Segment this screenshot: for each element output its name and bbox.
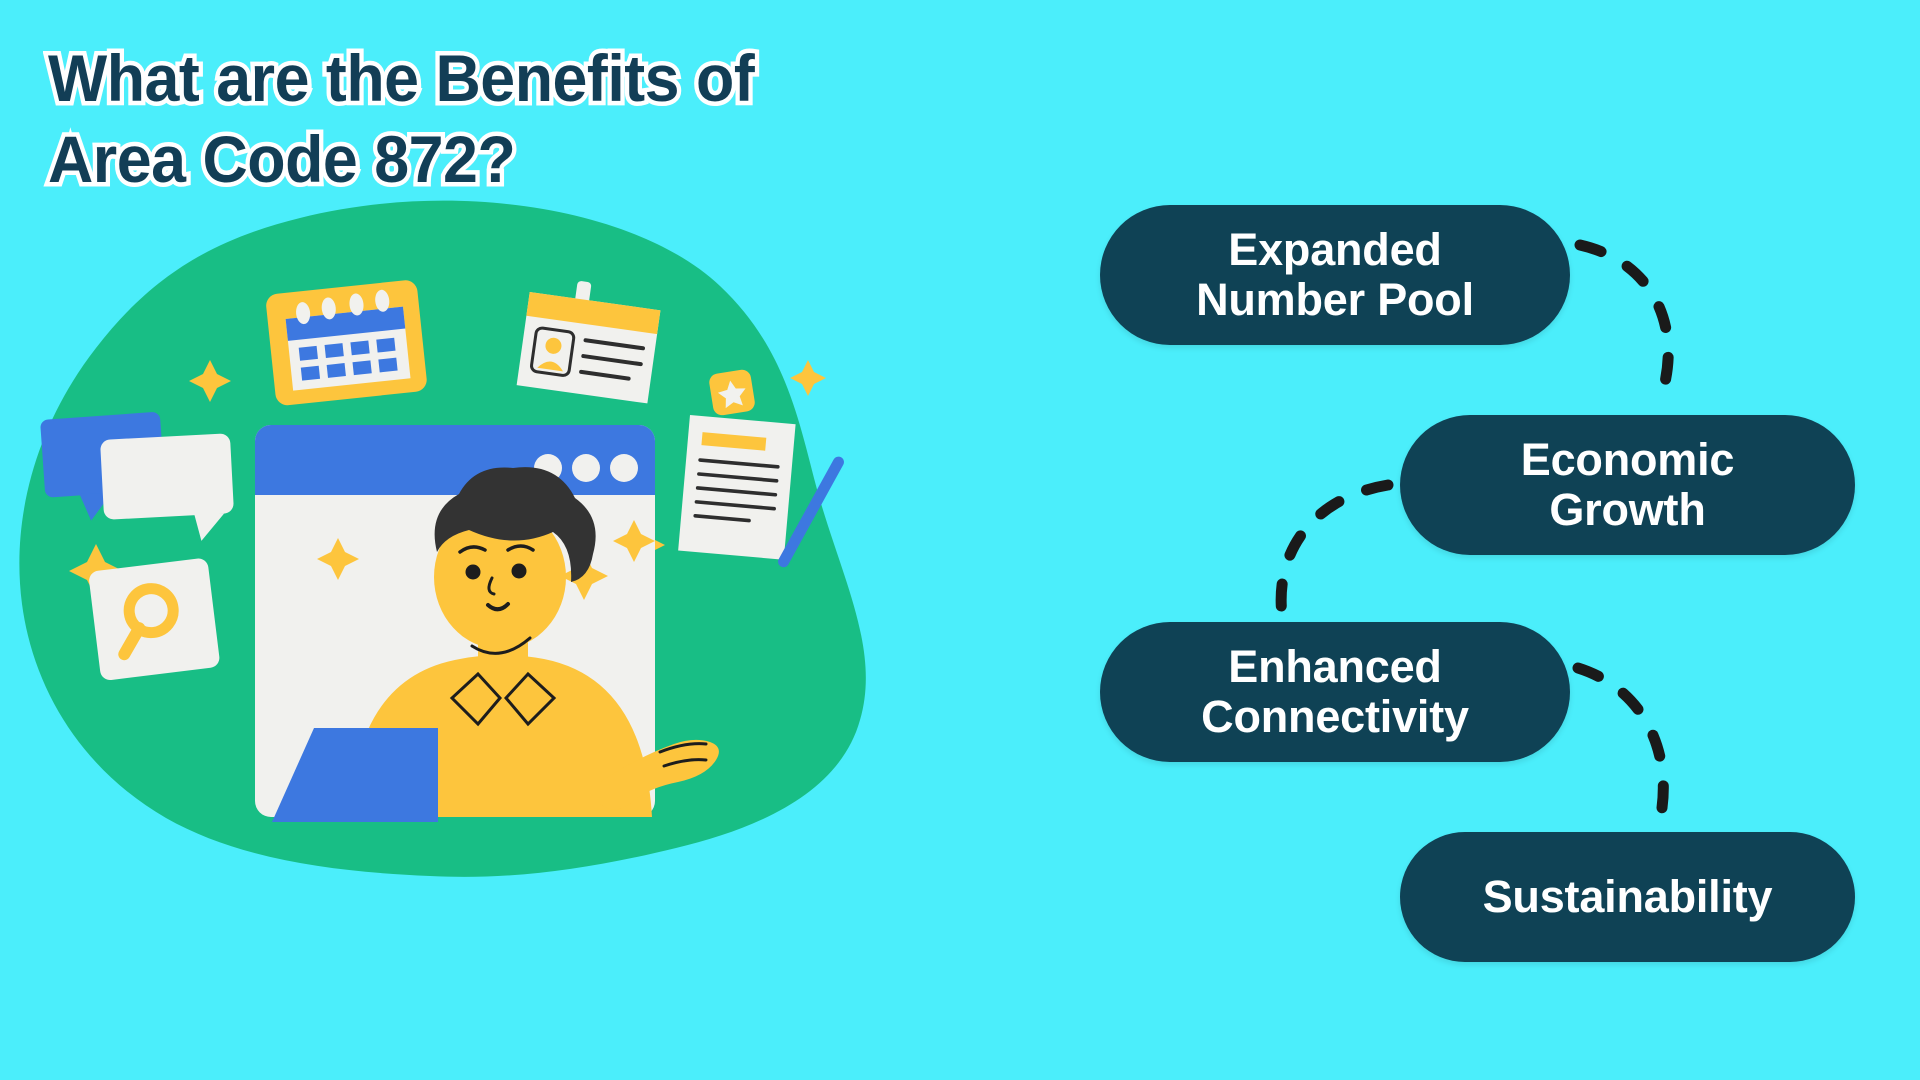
benefit-pill-expanded-number-pool[interactable]: Expanded Number Pool bbox=[1100, 205, 1570, 345]
benefit-pill-economic-growth[interactable]: Economic Growth bbox=[1400, 415, 1855, 555]
browser-window bbox=[255, 425, 719, 822]
person-avatar bbox=[350, 467, 719, 817]
connector-economic-to-enhanced bbox=[1275, 479, 1394, 628]
benefit-pill-sustainability[interactable]: Sustainability bbox=[1400, 832, 1855, 962]
chat-bubbles-icon bbox=[40, 412, 234, 541]
page-title-line-2: Area Code 872? bbox=[44, 117, 520, 200]
page-title-line-1: What are the Benefits of bbox=[44, 37, 759, 120]
benefit-pill-label: Economic Growth bbox=[1520, 433, 1735, 535]
pen-icon bbox=[778, 456, 844, 568]
connector-expanded-to-economic bbox=[1574, 239, 1674, 406]
illustration bbox=[19, 200, 866, 877]
benefit-pill-enhanced-connectivity[interactable]: Enhanced Connectivity bbox=[1100, 622, 1570, 762]
magnifier-icon bbox=[89, 558, 220, 681]
document-pen-icon bbox=[678, 415, 844, 568]
benefit-pill-label: Expanded Number Pool bbox=[1196, 223, 1474, 325]
connector-enhanced-to-sustainability bbox=[1572, 662, 1669, 834]
star-badge-icon bbox=[709, 369, 755, 416]
laptop-icon bbox=[272, 728, 438, 822]
page-title: What are the Benefits of Area Code 872? bbox=[44, 37, 1055, 200]
id-card-icon bbox=[516, 281, 661, 404]
benefit-pill-label: Sustainability bbox=[1482, 870, 1773, 922]
calendar-icon bbox=[266, 280, 427, 406]
benefit-pill-label: Enhanced Connectivity bbox=[1201, 640, 1469, 742]
